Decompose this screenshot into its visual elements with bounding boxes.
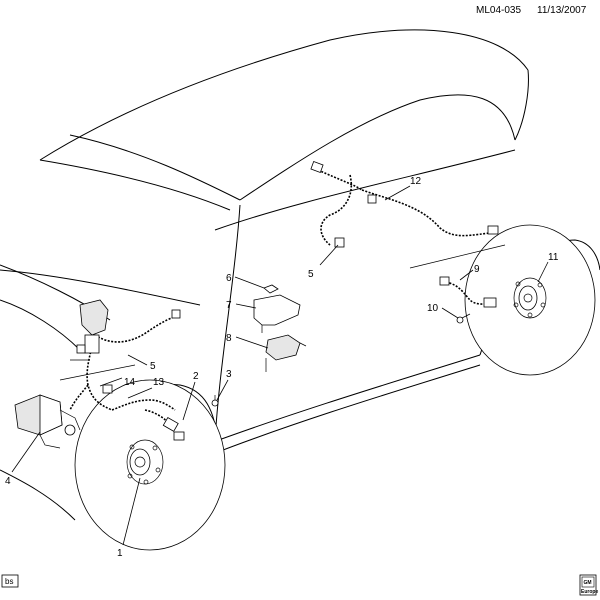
callout-8: 8 — [226, 333, 232, 344]
callout-10: 10 — [427, 303, 439, 314]
callout-2: 2 — [193, 371, 199, 382]
diagram-date: 11/13/2007 — [537, 5, 587, 16]
yaw-rate-sensor-assembly — [253, 284, 307, 372]
callout-9: 9 — [474, 264, 480, 275]
callout-14: 14 — [124, 377, 136, 388]
rear-wheel-speed-sensor-harness — [310, 161, 499, 248]
callout-5-rear: 5 — [308, 269, 314, 280]
callout-4: 4 — [5, 476, 11, 487]
rear-wheel-hub-assembly — [464, 224, 596, 376]
callout-6: 6 — [226, 273, 232, 284]
front-wheel-speed-sensor — [144, 409, 185, 441]
callout-3: 3 — [226, 369, 232, 380]
diagram-reference: ML04-035 — [476, 5, 521, 16]
rear-sensor-bolt — [456, 313, 471, 324]
callout-5-front: 5 — [150, 361, 156, 372]
ebcm-module — [14, 394, 81, 449]
leader-lines — [11, 185, 549, 546]
svg-text:bs: bs — [5, 577, 13, 586]
gm-logo: GM Europe — [579, 574, 598, 596]
callout-12: 12 — [410, 176, 422, 187]
svg-text:Europe: Europe — [581, 589, 598, 595]
svg-text:GM: GM — [584, 580, 592, 586]
callouts: 1 2 3 4 5 5 6 7 8 9 10 11 12 13 14 — [5, 176, 559, 559]
vehicle-body — [0, 29, 600, 521]
callout-1: 1 — [117, 548, 123, 559]
callout-7: 7 — [226, 300, 232, 311]
bs-badge: bs — [1, 574, 19, 588]
callout-13: 13 — [153, 377, 165, 388]
front-sensor-bolt — [211, 395, 219, 407]
front-harness — [59, 299, 181, 411]
rear-wheel-speed-sensor — [409, 244, 506, 308]
front-wheel-hub-assembly — [74, 379, 226, 551]
callout-11: 11 — [548, 252, 559, 263]
